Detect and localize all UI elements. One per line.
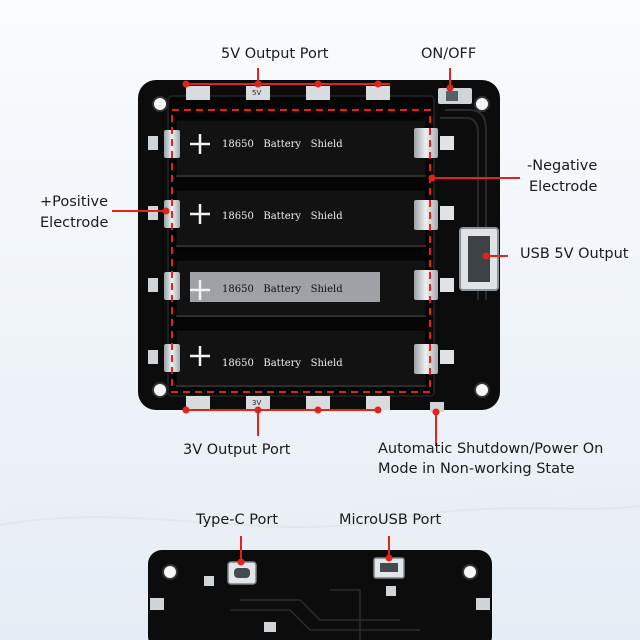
label-usb-5v-output: USB 5V Output [520,246,629,262]
cell-word2: Shield [310,211,343,222]
label-5v-output-port: 5V Output Port [221,46,329,62]
label-on-off: ON/OFF [421,46,477,62]
cell-brand: 18650 [222,284,254,295]
label-positive-2: Electrode [40,215,109,231]
pin-label-3v: 3V [252,399,262,407]
cell-word1: Battery [263,211,302,222]
mode-switch [430,402,444,412]
cell-text-1: 18650 Battery Shield [222,139,343,150]
pin-label-5v: 5V [252,89,262,97]
cell-brand: 18650 [222,211,254,222]
label-positive-1: +Positive [40,194,109,210]
mount-hole-tr [474,96,490,112]
negative-contacts [414,128,438,374]
plus-icons [190,134,210,366]
cell-word2: Shield [310,358,343,369]
label-negative-1: -Negative [527,158,598,174]
label-micro-usb-port: MicroUSB Port [339,512,442,528]
cell-bay-4 [175,329,427,389]
background-wave [0,488,640,550]
cell-text-2: 18650 Battery Shield [222,211,343,222]
label-type-c-port: Type-C Port [196,512,279,528]
mount-hole-bl [152,382,168,398]
cell-word1: Battery [263,284,302,295]
label-3v-output-port: 3V Output Port [183,442,291,458]
right-pads [440,136,454,364]
cell-word2: Shield [310,139,343,150]
pcb-back-view [148,550,492,640]
cell-word1: Battery [263,139,302,150]
cell-brand: 18650 [222,139,254,150]
cell-word2: Shield [310,284,343,295]
cell-brand: 18650 [222,358,254,369]
top-5v-pads [186,86,390,100]
cell-text-4: 18650 Battery Shield [222,358,343,369]
label-auto-shutdown-2: Mode in Non-working State [378,461,575,477]
left-pads [148,136,158,364]
warning-sticker [190,272,380,302]
label-negative-2: Electrode [529,179,598,195]
bottom-3v-pads [186,396,390,410]
holder-highlight [171,109,431,393]
cell-text-3: 18650 Battery Shield [222,284,343,295]
label-auto-shutdown-1: Automatic Shutdown/Power On [378,441,604,457]
bottom-port-marker [186,409,380,436]
mount-hole-br [474,382,490,398]
mount-hole-tl [152,96,168,112]
cell-bay-3 [175,259,427,319]
cell-word1: Battery [263,358,302,369]
cell-bay-2 [175,189,427,249]
